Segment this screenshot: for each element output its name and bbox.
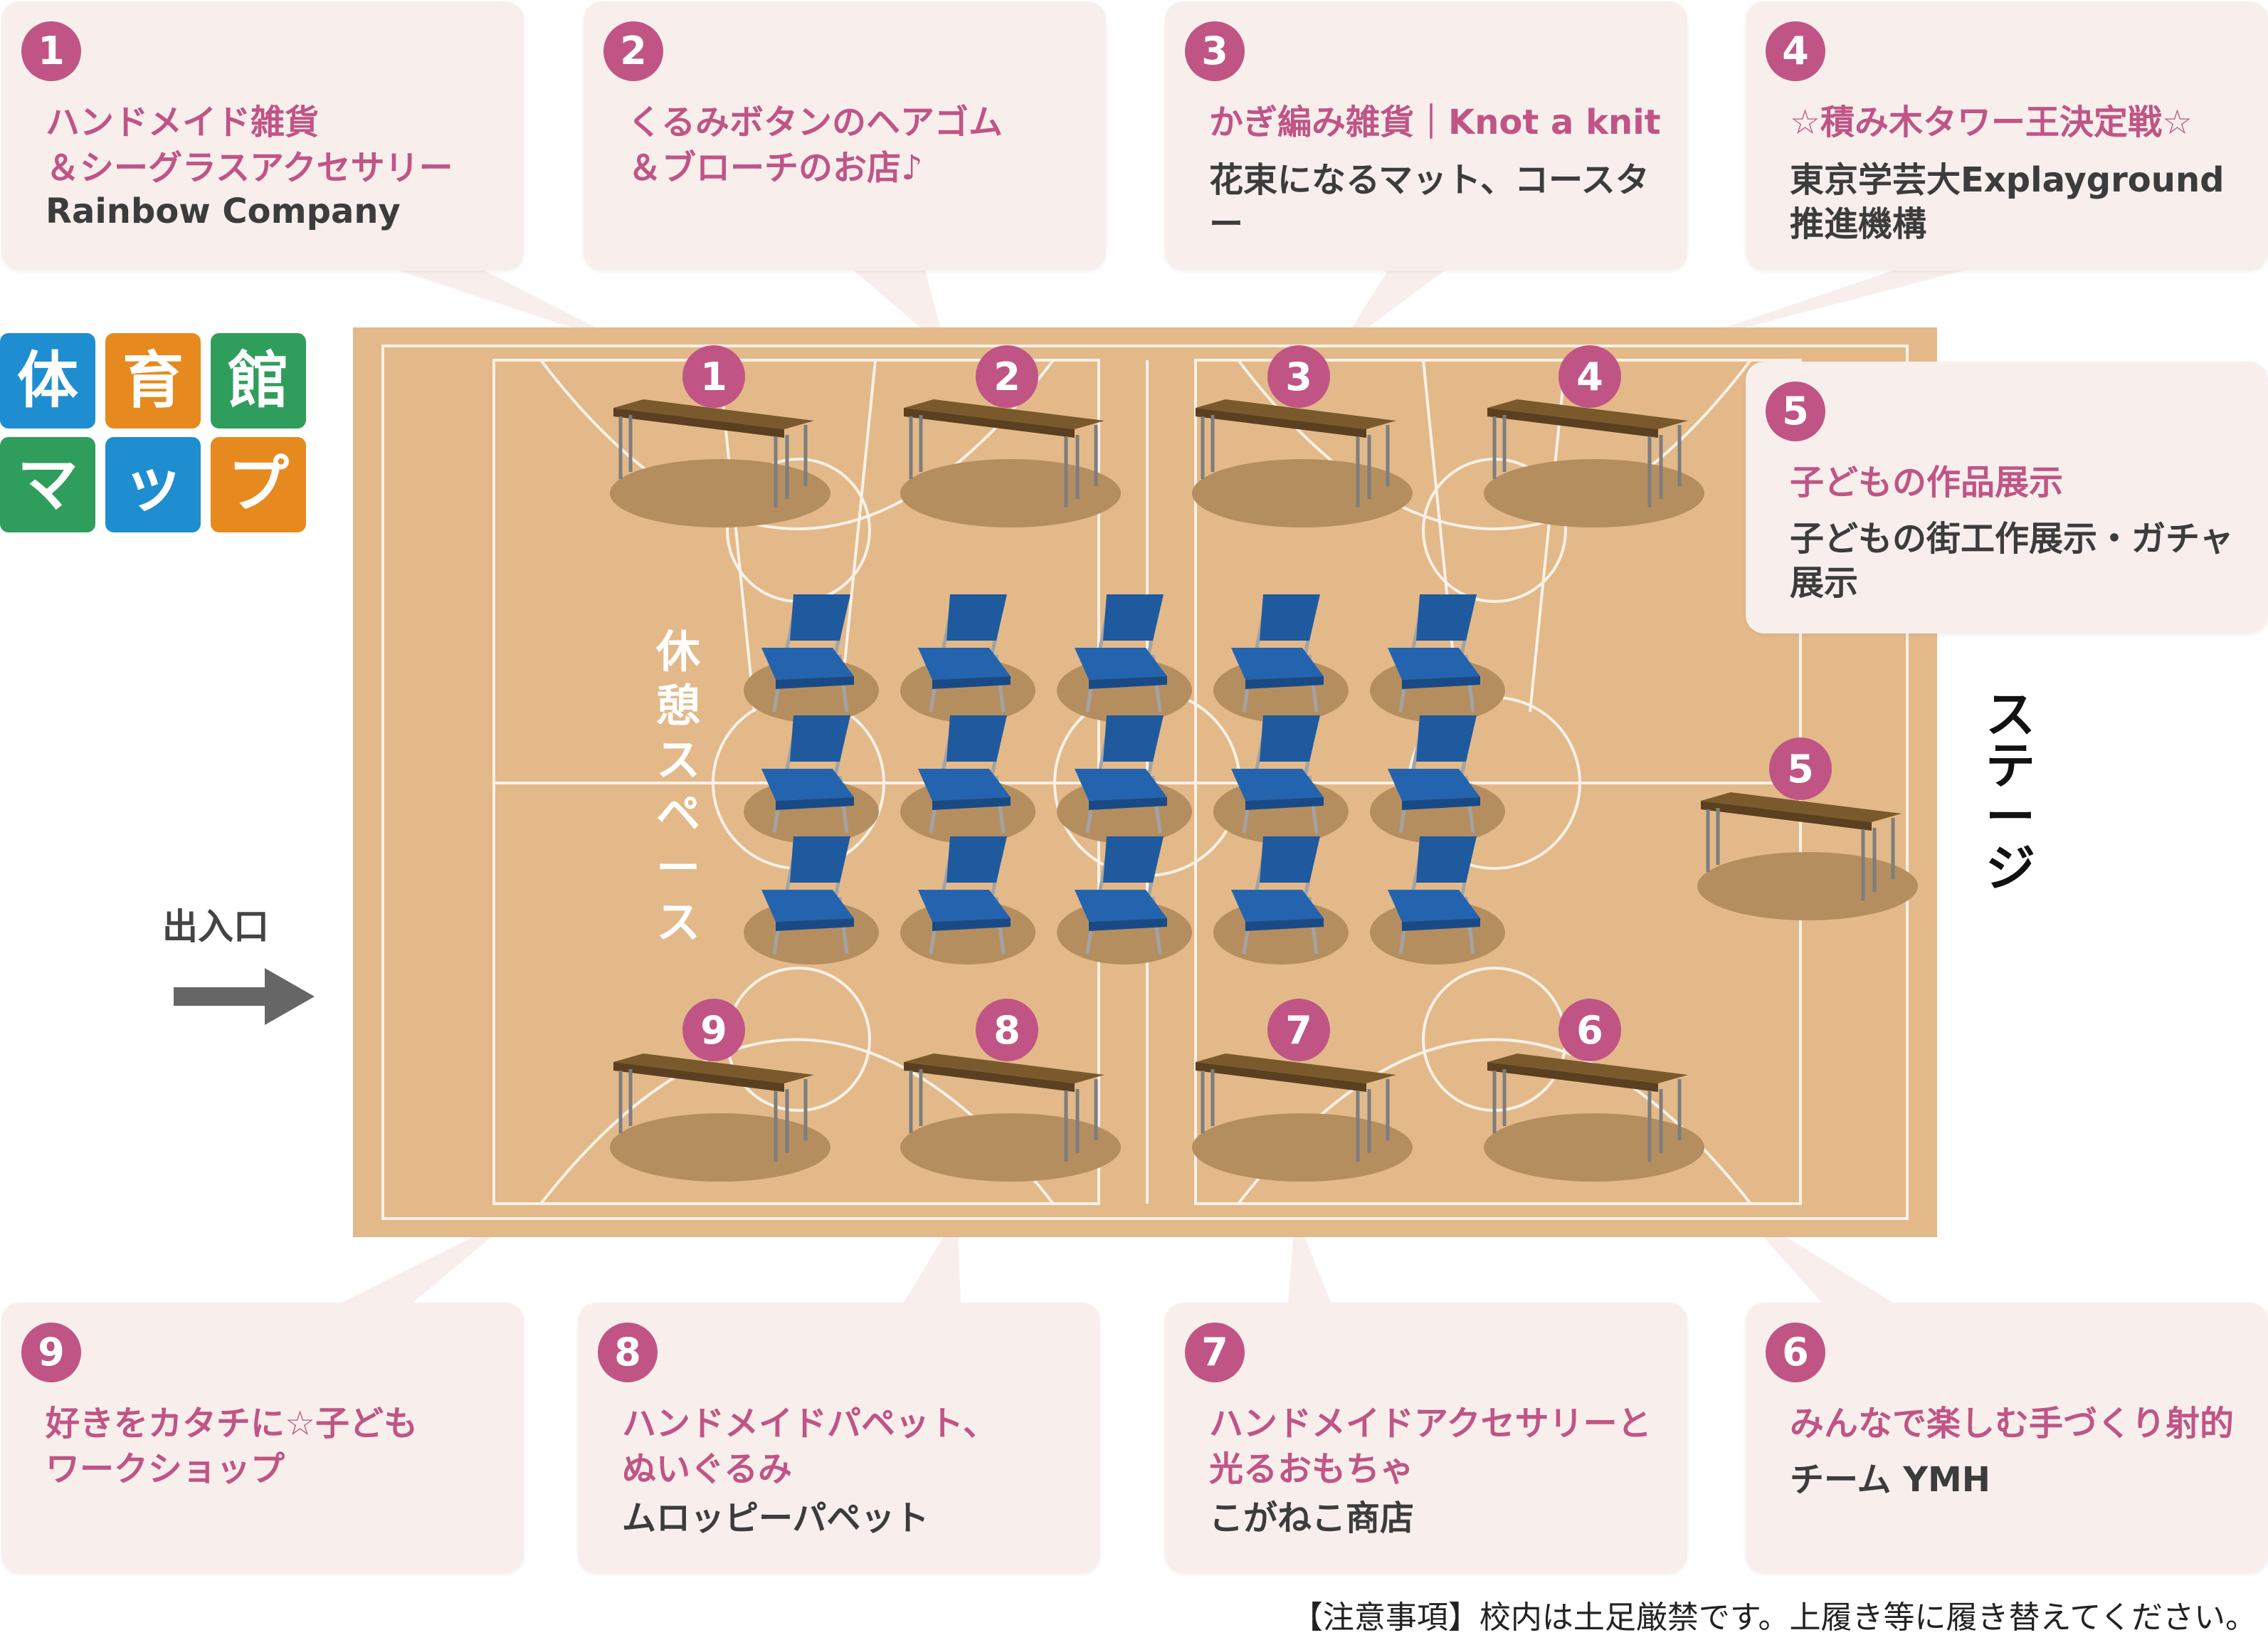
booth-title: ハンドメイドアクセサリーと 光るおもちゃ	[1209, 1404, 1652, 1489]
booth-callout-5: 5 子どもの作品展示 子どもの街工作展示・ガチャ 展示	[1746, 362, 2268, 634]
booth-number-badge: 6	[1766, 1323, 1825, 1382]
title-tile-3: 館	[211, 333, 306, 429]
map-badge-8: 8	[993, 1008, 1020, 1053]
map-badge-7: 7	[1285, 1008, 1312, 1053]
booth-title: くるみボタンのヘアゴム ＆ブローチのお店♪	[628, 103, 1003, 188]
booth-number-badge: 9	[21, 1323, 81, 1382]
booth-number-badge: 1	[21, 21, 81, 81]
stage-label: ステージ	[1985, 685, 2035, 898]
booth-callout-4: 4 ☆積み木タワー王決定戦☆ 東京学芸大Explayground 推進機構	[1746, 1, 2268, 270]
entrance-label: 出入口	[162, 906, 269, 947]
map-badge-5: 5	[1787, 747, 1814, 792]
booth-title: 好きをカタチに☆子ども ワークショップ	[46, 1404, 418, 1489]
map-badge-2: 2	[993, 354, 1020, 399]
booth-subtitle: 子どもの街工作展示・ガチャ 展示	[1790, 519, 2234, 603]
title-tile-6: プ	[211, 437, 306, 532]
booth-callout-7: 7 ハンドメイドアクセサリーと 光るおもちゃ こがねこ商店	[1165, 1303, 1687, 1573]
booth-number-badge: 3	[1185, 21, 1245, 81]
booth-callout-6: 6 みんなで楽しむ手づくり射的 チーム YMH	[1746, 1303, 2268, 1573]
title-tile-2: 育	[105, 333, 201, 429]
booth-subtitle: こがねこ商店	[1209, 1498, 1415, 1538]
booth-subtitle: チーム YMH	[1790, 1460, 1990, 1500]
booth-subtitle: Rainbow Company	[46, 191, 401, 231]
title-tile-4: マ	[0, 437, 95, 532]
map-badge-9: 9	[700, 1008, 727, 1053]
booth-title: みんなで楽しむ手づくり射的	[1790, 1404, 2235, 1444]
map-badge-3: 3	[1285, 354, 1312, 399]
booth-subtitle: ムロッピーパペット	[622, 1498, 929, 1538]
entrance-arrow-icon	[174, 968, 315, 1025]
booth-number-badge: 4	[1766, 21, 1825, 81]
notice-text: 【注意事項】校内は土足厳禁です。上履き等に履き替えてください。	[1291, 1599, 2257, 1636]
booth-title: ハンドメイドパペット、 ぬいぐるみ	[622, 1404, 998, 1489]
booth-number-badge: 7	[1185, 1323, 1245, 1382]
booth-callout-1: 1 ハンドメイド雑貨 ＆シーグラスアクセサリー Rainbow Company	[1, 1, 524, 270]
booth-number-badge: 2	[603, 21, 663, 81]
title-tile-1: 体	[0, 333, 95, 429]
booth-callout-9: 9 好きをカタチに☆子ども ワークショップ	[1, 1303, 524, 1573]
rest-space-label: 休憩スペース	[655, 626, 700, 948]
booth-callout-2: 2 くるみボタンのヘアゴム ＆ブローチのお店♪	[584, 1, 1106, 270]
map-badge-4: 4	[1576, 354, 1603, 399]
booth-callout-3: 3 かぎ編み雑貨｜Knot a knit 花束になるマット、コースター	[1165, 1, 1687, 270]
map-badge-6: 6	[1576, 1008, 1603, 1053]
booth-title: かぎ編み雑貨｜Knot a knit	[1209, 103, 1661, 142]
title-tile-5: ッ	[105, 437, 201, 532]
booth-title: 子どもの作品展示	[1790, 463, 2064, 503]
booth-number-badge: 5	[1766, 382, 1825, 441]
booth-callout-8: 8 ハンドメイドパペット、 ぬいぐるみ ムロッピーパペット	[578, 1303, 1100, 1573]
booth-number-badge: 8	[598, 1323, 658, 1382]
booth-title: ☆積み木タワー王決定戦☆	[1790, 103, 2193, 142]
booth-subtitle: 花束になるマット、コースター	[1209, 160, 1650, 244]
booth-subtitle: 東京学芸大Explayground 推進機構	[1790, 160, 2225, 244]
map-badge-1: 1	[700, 354, 727, 399]
booth-title: ハンドメイド雑貨 ＆シーグラスアクセサリー	[46, 103, 453, 188]
